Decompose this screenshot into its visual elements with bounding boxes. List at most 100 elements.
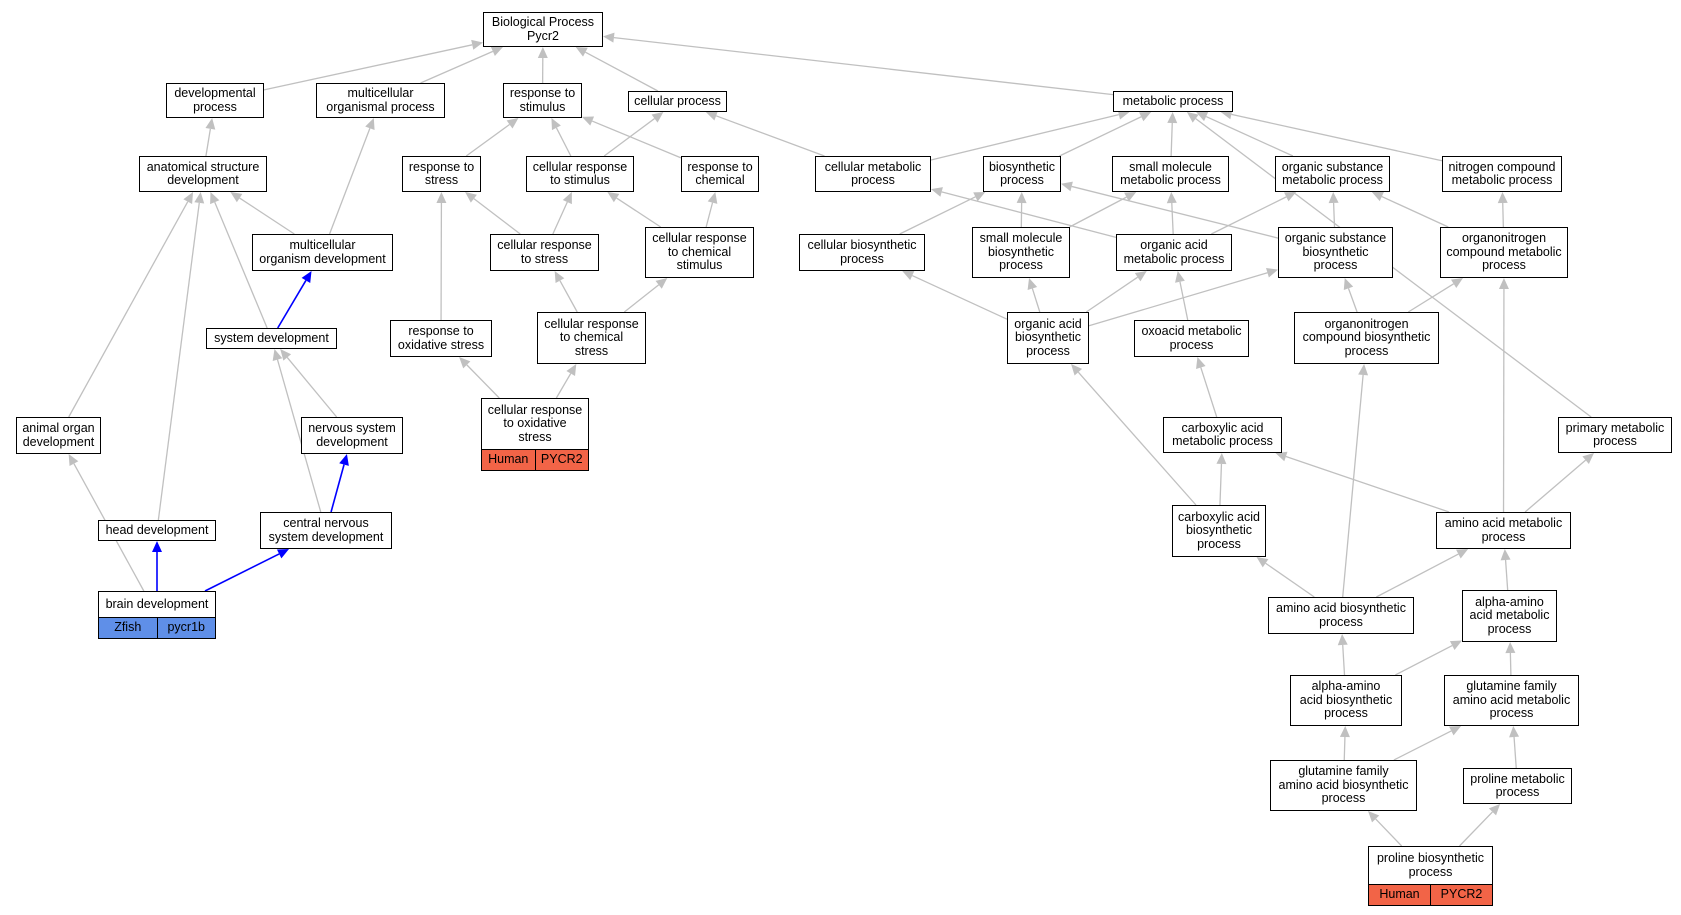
node-label: glutamine family amino acid biosynthetic… xyxy=(1278,764,1409,806)
edge-cellular-response-to-chemical-stress-to-cellular-response-to-chemical-stimulus xyxy=(623,284,660,313)
node-response-to-oxidative-stress[interactable]: response to oxidative stress xyxy=(390,320,492,357)
node-carboxylic-acid-biosynthetic-process[interactable]: carboxylic acid biosynthetic process xyxy=(1172,505,1266,557)
arrowhead xyxy=(1027,278,1038,290)
node-metabolic-process[interactable]: metabolic process xyxy=(1113,91,1233,112)
edge-amino-acid-biosynthetic-process-to-amino-acid-metabolic-process xyxy=(1376,553,1459,598)
node-organic-acid-metabolic-process[interactable]: organic acid metabolic process xyxy=(1116,234,1232,271)
arrowhead xyxy=(1343,278,1354,291)
node-organonitrogen-compound-biosynthetic-process[interactable]: organonitrogen compound biosynthetic pro… xyxy=(1294,312,1439,364)
arrowhead xyxy=(1509,726,1520,738)
node-response-to-stimulus[interactable]: response to stimulus xyxy=(503,83,582,118)
edge-organic-substance-biosynthetic-process-to-organic-substance-metabolic-process xyxy=(1332,202,1336,228)
node-cellular-biosynthetic-process[interactable]: cellular biosynthetic process xyxy=(799,234,925,271)
node-response-to-chemical[interactable]: response to chemical xyxy=(681,156,759,192)
edge-cellular-response-to-chemical-stress-to-cellular-response-to-stress xyxy=(559,280,578,313)
arrowhead xyxy=(603,32,615,43)
node-developmental-process[interactable]: developmental process xyxy=(166,83,264,118)
arrowhead xyxy=(471,39,483,50)
edge-biosynthetic-process-to-metabolic-process xyxy=(1059,116,1142,157)
edge-cellular-response-to-oxidative-stress-to-response-to-oxidative-stress xyxy=(466,364,500,399)
edge-cellular-response-to-chemical-stimulus-to-response-to-chemical xyxy=(705,202,714,228)
node-cellular-response-to-chemical-stimulus[interactable]: cellular response to chemical stimulus xyxy=(645,227,754,278)
node-nervous-system-development[interactable]: nervous system development xyxy=(301,417,403,454)
gene-tag: PYCR2 xyxy=(1430,885,1492,905)
arrowhead xyxy=(973,192,986,202)
edge-head-development-to-anatomical-structure-development xyxy=(157,202,200,521)
node-label: brain development xyxy=(105,596,209,611)
node-system-development[interactable]: system development xyxy=(206,328,337,349)
node-cellular-response-to-stimulus[interactable]: cellular response to stimulus xyxy=(526,156,634,192)
node-animal-organ-development[interactable]: animal organ development xyxy=(16,417,101,454)
arrowhead xyxy=(1166,192,1177,204)
node-organonitrogen-compound-metabolic-process[interactable]: organonitrogen compound metabolic proces… xyxy=(1440,227,1568,278)
node-label: response to chemical xyxy=(687,159,753,187)
edge-cellular-process-to-root xyxy=(585,51,659,92)
node-multicellular-organism-development[interactable]: multicellular organism development xyxy=(252,234,393,271)
node-cellular-response-to-stress[interactable]: cellular response to stress xyxy=(490,234,599,271)
arrowhead xyxy=(205,118,216,130)
node-organic-substance-biosynthetic-process[interactable]: organic substance biosynthetic process xyxy=(1278,227,1393,278)
arrowhead xyxy=(365,118,375,131)
edge-cellular-metabolic-process-to-metabolic-process xyxy=(930,113,1120,161)
node-label: biosynthetic process xyxy=(988,159,1055,187)
node-label: proline metabolic process xyxy=(1470,771,1565,799)
node-glutamine-family-amino-acid-biosynthetic-process[interactable]: glutamine family amino acid biosynthetic… xyxy=(1270,760,1417,811)
arrowhead xyxy=(276,549,289,559)
node-organic-substance-metabolic-process[interactable]: organic substance metabolic process xyxy=(1275,156,1390,192)
node-primary-metabolic-process[interactable]: primary metabolic process xyxy=(1558,417,1672,453)
edge-glutamine-family-amino-acid-biosynthetic-process-to-glutamine-family-amino-acid-metabolic-process xyxy=(1393,730,1452,761)
node-label: organic acid metabolic process xyxy=(1123,238,1225,266)
node-label: developmental process xyxy=(174,86,256,114)
arrowhead xyxy=(1451,278,1463,289)
arrowhead xyxy=(1488,804,1501,816)
arrowhead xyxy=(551,118,561,131)
species-tag: Human xyxy=(482,450,535,470)
node-cellular-response-to-chemical-stress[interactable]: cellular response to chemical stress xyxy=(537,312,646,364)
node-cellular-metabolic-process[interactable]: cellular metabolic process xyxy=(815,156,931,192)
arrowhead xyxy=(902,271,915,281)
node-response-to-stress[interactable]: response to stress xyxy=(402,156,481,192)
node-head-development[interactable]: head development xyxy=(98,520,216,541)
node-biosynthetic-process[interactable]: biosynthetic process xyxy=(983,156,1061,192)
arrowhead xyxy=(1061,181,1073,192)
edge-animal-organ-development-to-anatomical-structure-development xyxy=(68,201,189,418)
node-glutamine-family-amino-acid-metabolic-process[interactable]: glutamine family amino acid metabolic pr… xyxy=(1444,675,1579,726)
node-nitrogen-compound-metabolic-process[interactable]: nitrogen compound metabolic process xyxy=(1442,156,1562,192)
arrowhead xyxy=(1449,726,1462,736)
arrowhead xyxy=(1498,278,1509,290)
edge-small-molecule-metabolic-process-to-metabolic-process xyxy=(1170,122,1173,157)
node-small-molecule-biosynthetic-process[interactable]: small molecule biosynthetic process xyxy=(972,227,1070,278)
arrowhead xyxy=(566,364,577,377)
edge-amino-acid-metabolic-process-to-primary-metabolic-process xyxy=(1524,459,1587,513)
edge-anatomical-structure-development-to-developmental-process xyxy=(205,128,212,157)
node-proline-metabolic-process[interactable]: proline metabolic process xyxy=(1463,768,1572,804)
node-organic-acid-biosynthetic-process[interactable]: organic acid biosynthetic process xyxy=(1007,312,1089,364)
node-anatomical-structure-development[interactable]: anatomical structure development xyxy=(139,156,267,192)
node-oxoacid-metabolic-process[interactable]: oxoacid metabolic process xyxy=(1134,320,1249,357)
node-label: organonitrogen compound biosynthetic pro… xyxy=(1302,316,1431,358)
node-alpha-amino-acid-biosynthetic-process[interactable]: alpha-amino acid biosynthetic process xyxy=(1290,675,1402,726)
node-label: oxoacid metabolic process xyxy=(1141,324,1242,352)
node-carboxylic-acid-metabolic-process[interactable]: carboxylic acid metabolic process xyxy=(1163,417,1282,453)
node-label: metabolic process xyxy=(1122,93,1224,108)
edge-small-molecule-biosynthetic-process-to-small-molecule-metabolic-process xyxy=(1069,196,1127,228)
edge-cellular-response-to-stimulus-to-cellular-process xyxy=(603,118,655,157)
node-label: cellular process xyxy=(634,93,721,108)
arrowhead xyxy=(230,192,243,203)
node-label: cellular response to chemical stimulus xyxy=(652,231,747,273)
arrowhead xyxy=(301,271,312,284)
arrowhead xyxy=(1582,453,1594,464)
arrowhead xyxy=(1167,112,1178,124)
node-central-nervous-system-development[interactable]: central nervous system development xyxy=(260,512,392,549)
node-alpha-amino-acid-metabolic-process[interactable]: alpha-amino acid metabolic process xyxy=(1462,590,1557,642)
node-multicellular-organismal-process[interactable]: multicellular organismal process xyxy=(316,83,445,118)
node-amino-acid-biosynthetic-process[interactable]: amino acid biosynthetic process xyxy=(1268,597,1414,634)
node-cellular-process[interactable]: cellular process xyxy=(628,91,727,112)
node-amino-acid-metabolic-process[interactable]: amino acid metabolic process xyxy=(1436,512,1571,549)
arrowhead xyxy=(490,46,503,56)
node-small-molecule-metabolic-process[interactable]: small molecule metabolic process xyxy=(1112,156,1229,192)
node-root[interactable]: Biological Process Pycr2 xyxy=(483,12,603,47)
